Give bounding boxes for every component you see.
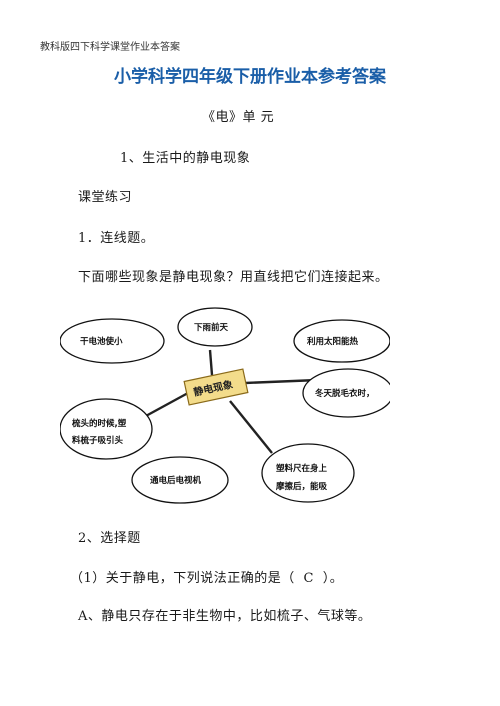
bubble-sweater-text: 冬天脱毛衣时，: [315, 388, 375, 399]
center-box-rect: [183, 368, 249, 406]
bubble-comb-text-1: 梳头的时候,塑: [71, 418, 127, 429]
bubble-tv: [131, 456, 229, 504]
lesson-title: 1、生活中的静电现象: [120, 151, 251, 166]
q2-heading: 2、选择题: [78, 531, 141, 546]
bubble-comb-text-2: 料梳子吸引头: [72, 435, 124, 446]
bubble-battery-text: 干电池使小: [80, 336, 123, 347]
page-title: 小学科学四年级下册作业本参考答案: [114, 67, 386, 87]
q2-item1-suffix: ）。: [322, 571, 344, 586]
q1-prompt: 下面哪些现象是静电现象？用直线把它们连接起来。: [78, 270, 389, 285]
unit-title: 《电》单 元: [202, 110, 275, 125]
q2-item1: （1）关于静电，下列说法正确的是（ C ）。: [70, 567, 343, 586]
center-box: 静电现象: [183, 368, 249, 406]
line-ruler: [229, 400, 273, 454]
bubble-ruler-text-1: 塑料尺在身上: [276, 463, 328, 474]
line-rain: [208, 349, 214, 376]
line-sweater: [244, 378, 319, 385]
bubble-solar-text: 利用太阳能热: [306, 336, 359, 347]
bubble-comb: [60, 398, 153, 460]
q1-heading: 1．连线题。: [78, 231, 155, 246]
bubble-ruler-text-2: 摩擦后，能吸: [275, 481, 328, 492]
bubble-tv-text: 通电后电视机: [150, 475, 202, 486]
section-heading: 课堂练习: [78, 190, 133, 205]
q2-option-a: A、静电只存在于非生物中，比如梳子、气球等。: [78, 609, 372, 624]
q2-item1-prefix: （1）关于静电，下列说法正确的是（: [70, 571, 295, 586]
bubble-ruler: [261, 443, 355, 503]
bubble-rain: [177, 307, 253, 347]
bubble-battery: [60, 318, 165, 364]
line-comb: [143, 391, 189, 419]
q2-item1-answer: C: [303, 571, 314, 586]
bubble-solar: [293, 319, 390, 363]
bubble-sweater: [302, 368, 390, 418]
bubble-rain-text: 下雨前天: [194, 322, 229, 333]
static-electricity-diagram: 干电池使小 下雨前天 利用太阳能热 冬天脱毛衣时， 梳头的时候,塑 料梳子吸引头…: [60, 307, 390, 504]
page-header: 教科版四下科学课堂作业本答案: [40, 42, 180, 53]
